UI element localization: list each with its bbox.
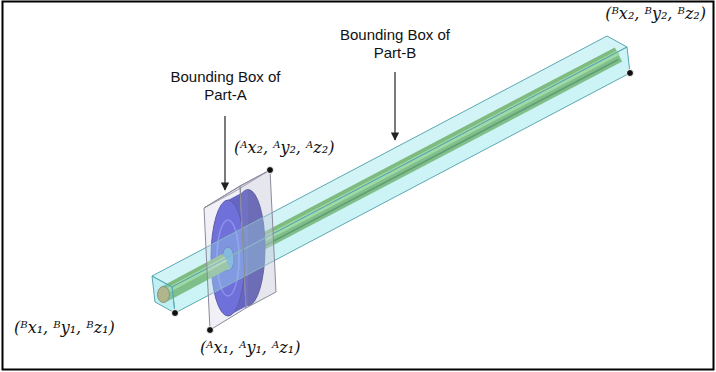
corner-dot xyxy=(627,70,634,77)
corner-dot xyxy=(267,167,274,174)
corner-coordinate: (ᴮx₂, ᴮy₂, ᴮz₂) xyxy=(605,4,706,23)
leader-arrow xyxy=(224,116,225,190)
part-label: Bounding Box of Part-B xyxy=(325,26,465,62)
leader-arrow xyxy=(394,72,395,140)
box-b-end xyxy=(152,276,175,313)
corner-dot xyxy=(207,327,214,334)
corner-coordinate: (ᴮx₁, ᴮy₁, ᴮz₁) xyxy=(14,318,115,337)
corner-dot xyxy=(172,310,179,317)
frame xyxy=(3,2,714,370)
corner-coordinate: (ᴬx₁, ᴬy₁, ᴬz₁) xyxy=(200,338,300,357)
box-a-front xyxy=(204,186,246,330)
part-label: Bounding Box of Part-A xyxy=(163,68,288,104)
corner-coordinate: (ᴬx₂, ᴬy₂, ᴬz₂) xyxy=(234,138,334,157)
